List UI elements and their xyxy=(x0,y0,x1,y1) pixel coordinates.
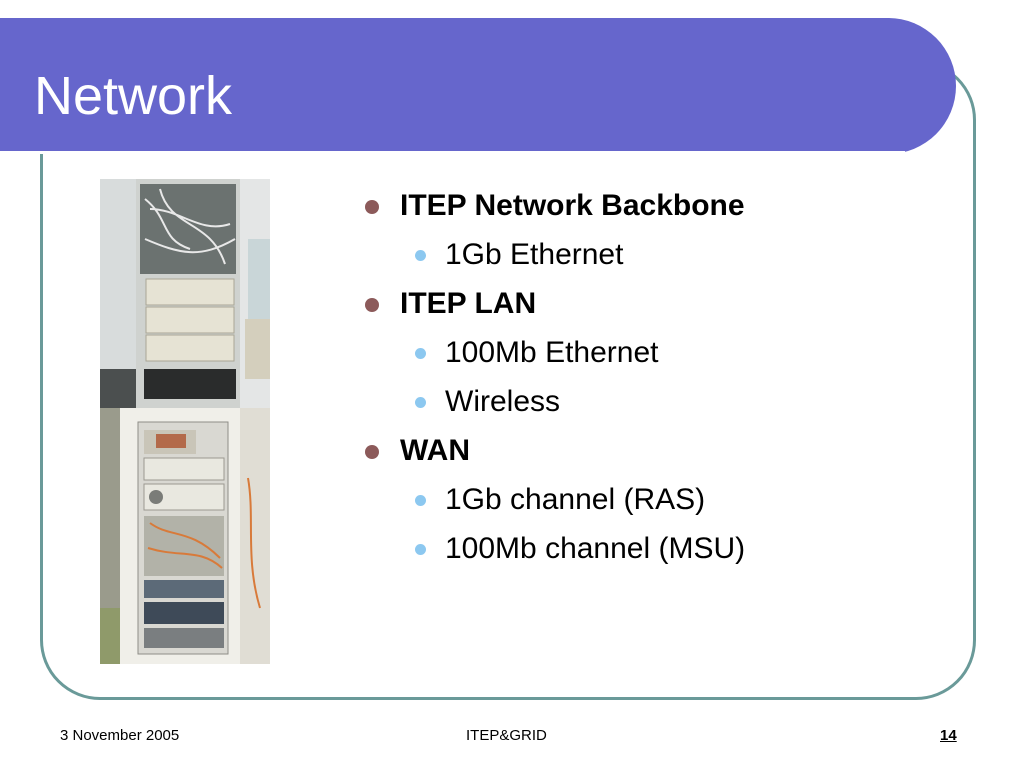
bullet-text: 100Mb channel (MSU) xyxy=(445,532,746,565)
network-rack-photo-bottom xyxy=(100,408,270,664)
bullet-dot-icon xyxy=(365,298,379,312)
bullet-1gb-ethernet: 1Gb Ethernet xyxy=(360,233,960,282)
slide-title: Network xyxy=(34,66,233,126)
bullet-text: 100Mb Ethernet xyxy=(445,336,659,369)
bullet-text: WAN xyxy=(400,434,470,467)
sub-bullet-dot-icon xyxy=(415,495,426,506)
title-bar: Network xyxy=(0,18,956,154)
sub-bullet-dot-icon xyxy=(415,250,426,261)
sub-bullet-dot-icon xyxy=(415,348,426,359)
footer-date: 3 November 2005 xyxy=(60,727,180,744)
bullet-wan: WAN xyxy=(360,429,960,478)
bullet-100mb-channel-msu: 100Mb channel (MSU) xyxy=(360,527,960,576)
bullet-wireless: Wireless xyxy=(360,380,960,429)
bullet-itep-network-backbone: ITEP Network Backbone xyxy=(360,184,960,233)
footer-title: ITEP&GRID xyxy=(466,727,547,744)
rack-photo-bottom-image xyxy=(100,408,270,664)
bullet-text: ITEP Network Backbone xyxy=(400,189,745,222)
bullet-dot-icon xyxy=(365,445,379,459)
bullet-1gb-channel-ras: 1Gb channel (RAS) xyxy=(360,478,960,527)
bullet-text: Wireless xyxy=(445,385,561,418)
sub-bullet-dot-icon xyxy=(415,544,426,555)
rack-photo-top-image xyxy=(100,179,270,408)
photo-panel xyxy=(100,179,270,664)
bullet-dot-icon xyxy=(365,200,379,214)
bullet-list: ITEP Network Backbone 1Gb Ethernet ITEP … xyxy=(360,184,960,576)
bullet-text: ITEP LAN xyxy=(400,287,537,320)
title-underline xyxy=(0,151,905,154)
slide-number: 14 xyxy=(940,727,957,744)
bullet-text: 1Gb Ethernet xyxy=(445,238,624,271)
bullet-text: 1Gb channel (RAS) xyxy=(445,483,706,516)
bullet-itep-lan: ITEP LAN xyxy=(360,282,960,331)
bullet-100mb-ethernet: 100Mb Ethernet xyxy=(360,331,960,380)
sub-bullet-dot-icon xyxy=(415,397,426,408)
network-rack-photo-top xyxy=(100,179,270,408)
